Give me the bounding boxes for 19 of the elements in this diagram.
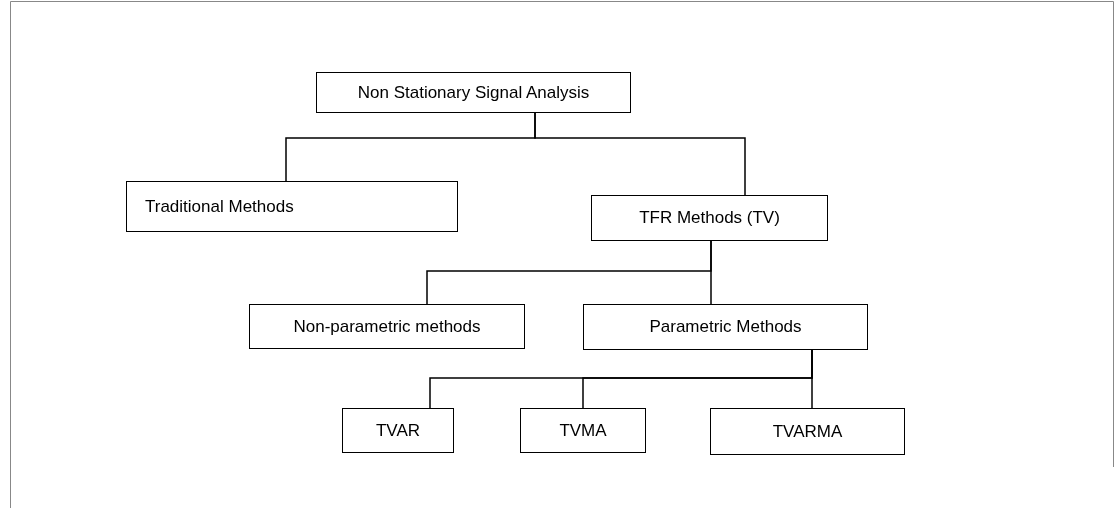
method-box — [591, 195, 828, 241]
method-box — [126, 181, 458, 232]
method-box — [710, 408, 905, 455]
method-box — [342, 408, 454, 453]
node-label: TFR Methods (TV) — [639, 208, 780, 228]
method-box — [249, 304, 525, 349]
method-box — [520, 408, 646, 453]
connector-line — [710, 240, 712, 305]
node-label: Non-parametric methods — [293, 316, 481, 337]
node-label: TVARMA — [772, 421, 843, 442]
method-box — [316, 72, 631, 113]
node-label: TVMA — [559, 420, 607, 441]
method-box — [583, 304, 868, 350]
connector-line — [811, 349, 813, 409]
node-label: Parametric Methods — [649, 317, 802, 337]
node-label: Traditional Methods — [145, 196, 294, 217]
connector-line — [534, 112, 746, 196]
node-label: Non Stationary Signal Analysis — [357, 82, 590, 103]
node-label: TVAR — [375, 420, 421, 441]
